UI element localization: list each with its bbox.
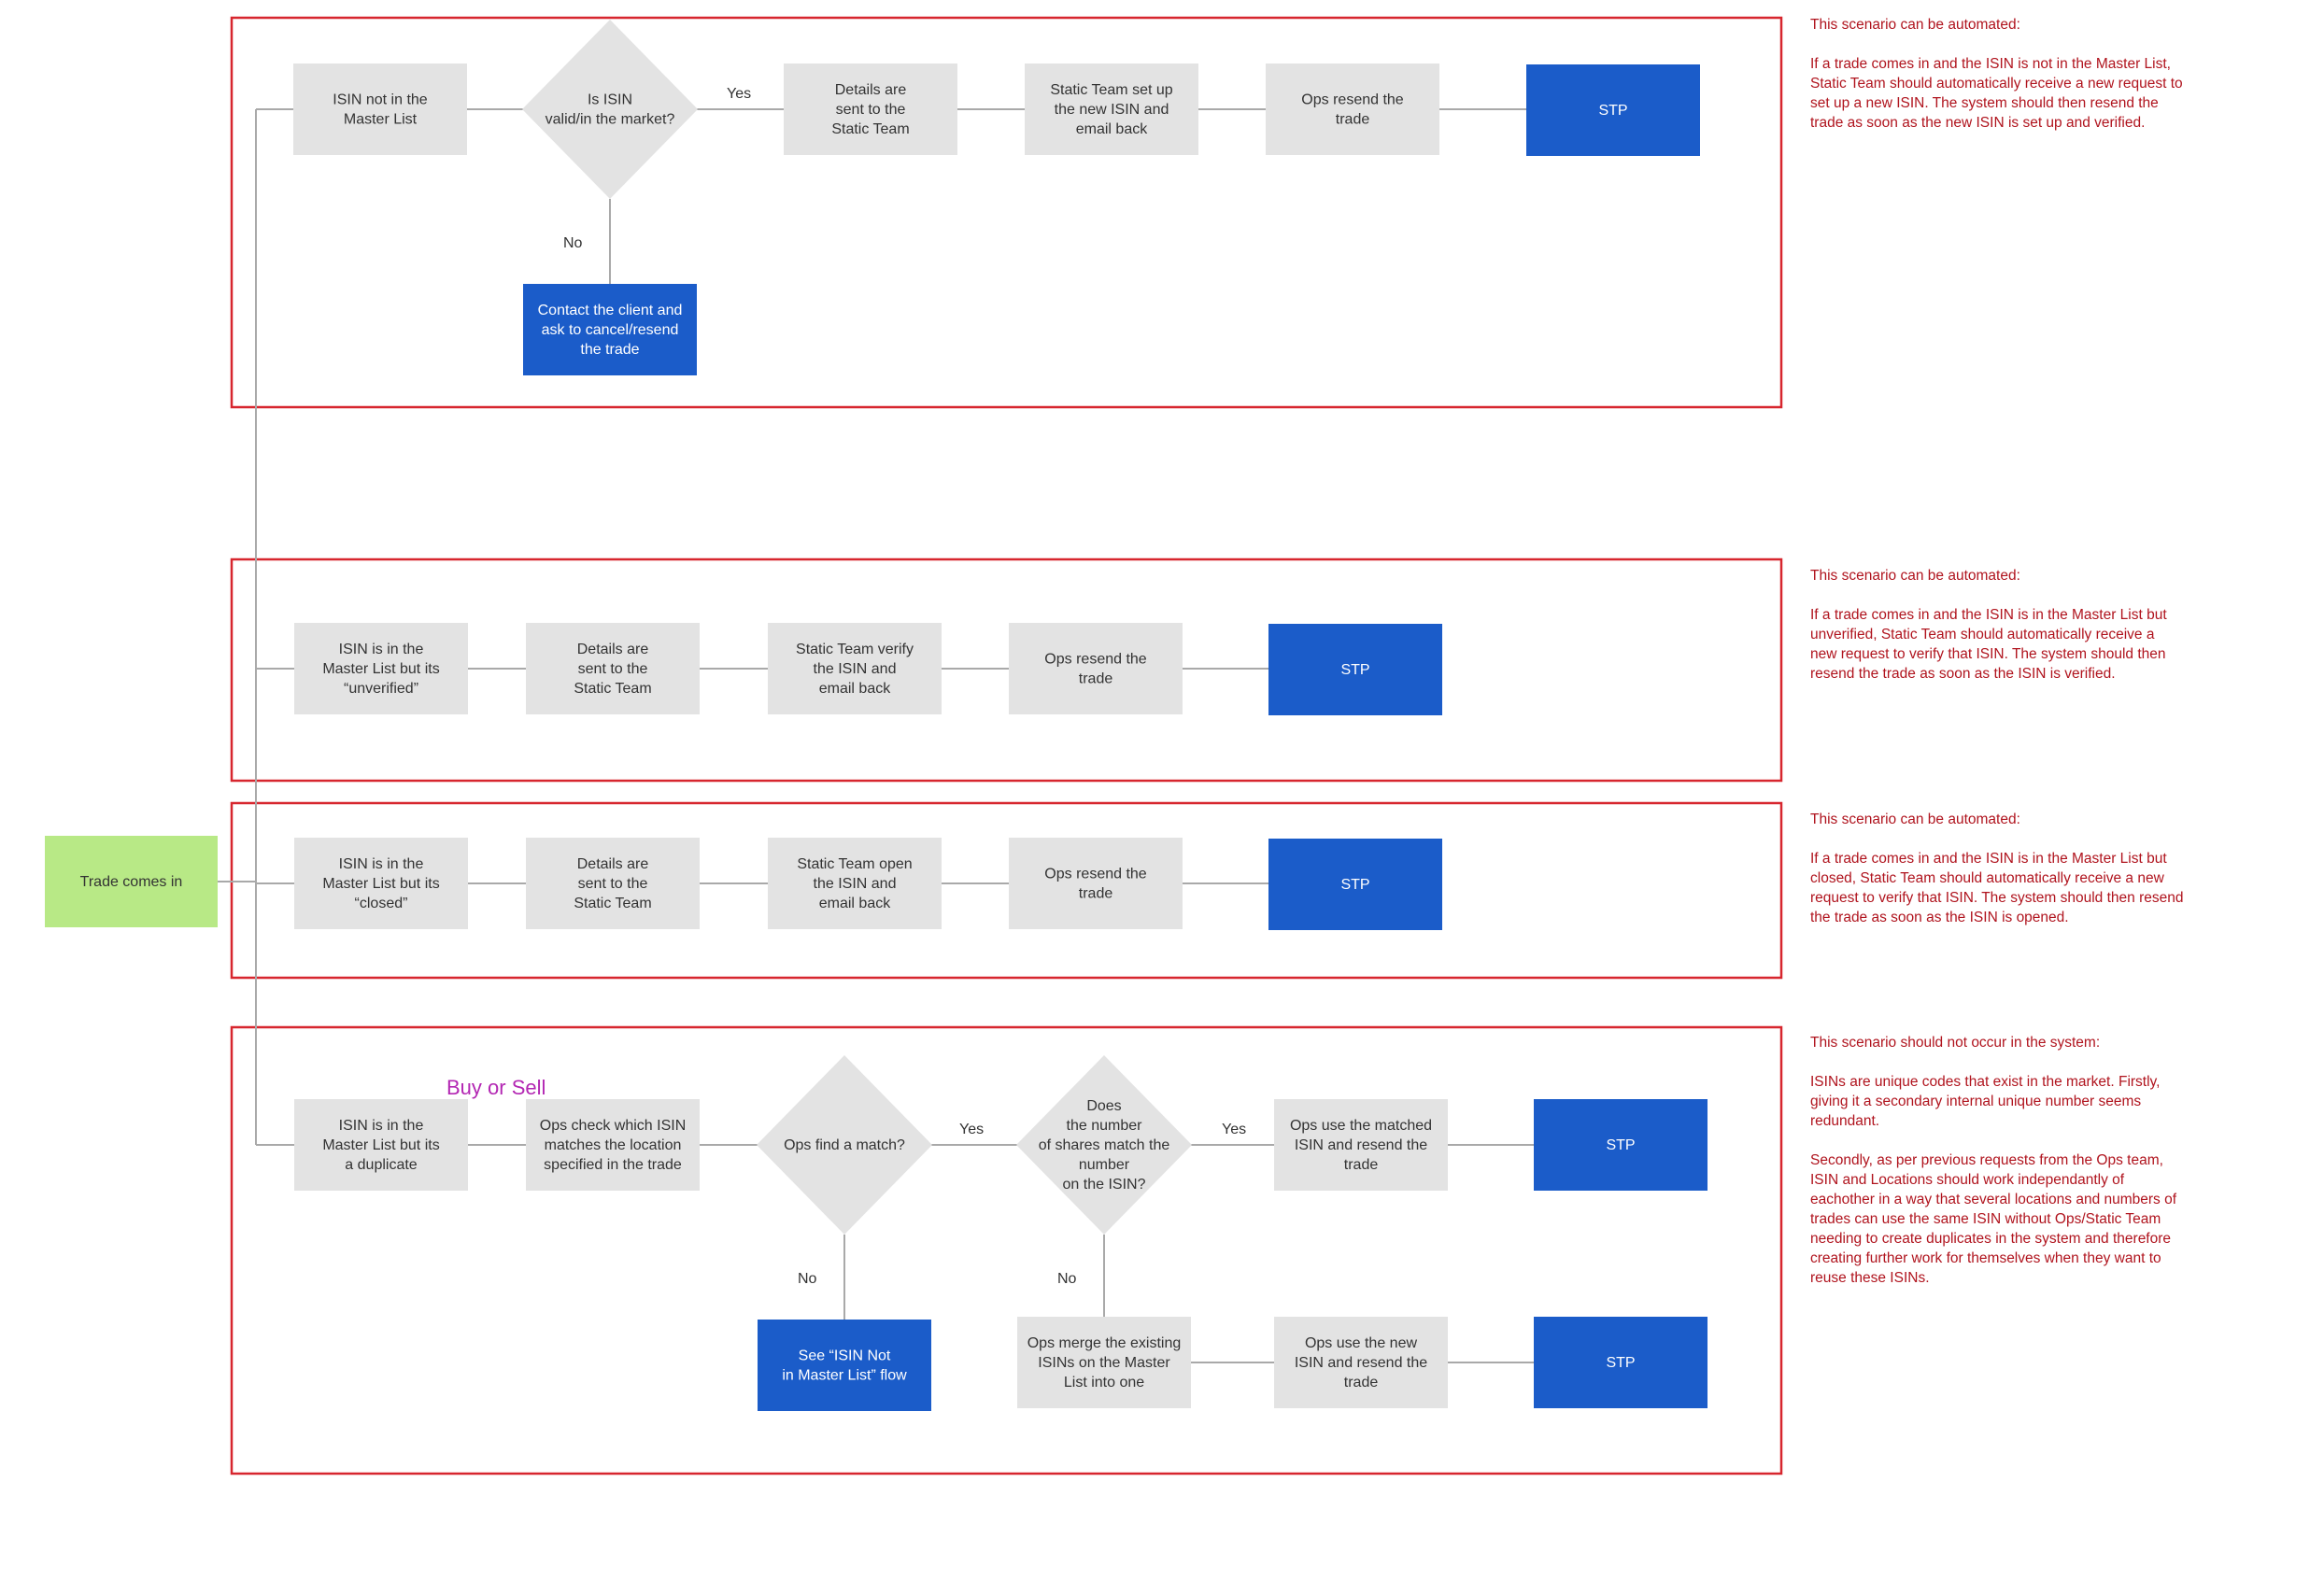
- process-s2-details-sent: [526, 623, 700, 714]
- frame-isin-not-in-list: [230, 16, 1783, 409]
- edge-label-s4-shares-no: No: [1057, 1271, 1077, 1287]
- process-static-open: [768, 838, 942, 929]
- process-isin-not-in-list: [293, 64, 467, 155]
- process-s1-ops-resend: [1266, 64, 1439, 155]
- process-use-new-isin: [1274, 1317, 1448, 1408]
- terminal-contact-client: [523, 284, 697, 375]
- decision-shares-match: [1016, 1055, 1192, 1235]
- edge-label-s4-shares-yes: Yes: [1222, 1122, 1246, 1137]
- process-isin-unverified: [294, 623, 468, 714]
- edge-label-s4-match-no: No: [798, 1271, 817, 1287]
- terminal-s3-stp: [1268, 839, 1442, 930]
- frame-isin-closed: [230, 801, 1783, 980]
- node-label-trade-in: Trade comes in: [80, 874, 183, 890]
- node-label-s4-find-match: Ops find a match?: [784, 1137, 905, 1153]
- nodes: [45, 20, 1708, 1411]
- process-merge-isins: [1017, 1317, 1191, 1408]
- process-static-setup-isin: [1025, 64, 1198, 155]
- note-scenario-not-in-list: This scenario can be automated: If a tra…: [1810, 17, 2183, 131]
- process-s1-details-sent: [784, 64, 957, 155]
- terminal-see-isin-not-in-list-flow: [758, 1320, 931, 1411]
- node-label-s4-stp-b: STP: [1606, 1355, 1635, 1371]
- process-use-matched-isin: [1274, 1099, 1448, 1191]
- edge-label-s4-match-yes: Yes: [959, 1122, 984, 1137]
- note-scenario-closed: This scenario can be automated: If a tra…: [1810, 812, 2184, 925]
- scenario-frames: [230, 16, 1783, 1475]
- node-label-s3-stp: STP: [1340, 877, 1369, 893]
- edge-labels: Yes No Yes No Yes No Buy or Sell: [446, 86, 1246, 1287]
- note-scenario-duplicate: This scenario should not occur in the sy…: [1810, 1035, 2177, 1286]
- terminal-s4-stp-b: [1534, 1317, 1708, 1408]
- note-scenario-unverified: This scenario can be automated: If a tra…: [1810, 568, 2167, 682]
- annotation-buy-or-sell: Buy or Sell: [446, 1076, 546, 1099]
- start-node-trade-comes-in: [45, 836, 218, 927]
- process-s2-ops-resend: [1009, 623, 1183, 714]
- process-isin-closed: [294, 838, 468, 929]
- process-s3-details-sent: [526, 838, 700, 929]
- terminal-s4-stp-a: [1534, 1099, 1708, 1191]
- decision-ops-find-match: [757, 1055, 932, 1235]
- process-s3-ops-resend: [1009, 838, 1183, 929]
- connectors: [218, 108, 1534, 1363]
- frame-isin-duplicate: [230, 1025, 1783, 1475]
- terminal-s2-stp: [1268, 624, 1442, 715]
- node-label-s2-stp: STP: [1340, 662, 1369, 678]
- node-label-s4-stp-a: STP: [1606, 1137, 1635, 1153]
- edge-label-s1-no: No: [563, 235, 583, 251]
- process-ops-check-isin: [526, 1099, 700, 1191]
- edge-label-s1-yes: Yes: [727, 86, 751, 102]
- frame-isin-unverified: [230, 558, 1783, 783]
- process-isin-duplicate: [294, 1099, 468, 1191]
- process-static-verify: [768, 623, 942, 714]
- decision-is-isin-valid: [522, 20, 698, 199]
- node-label-s1-stp: STP: [1598, 103, 1627, 119]
- terminal-s1-stp: [1526, 64, 1700, 156]
